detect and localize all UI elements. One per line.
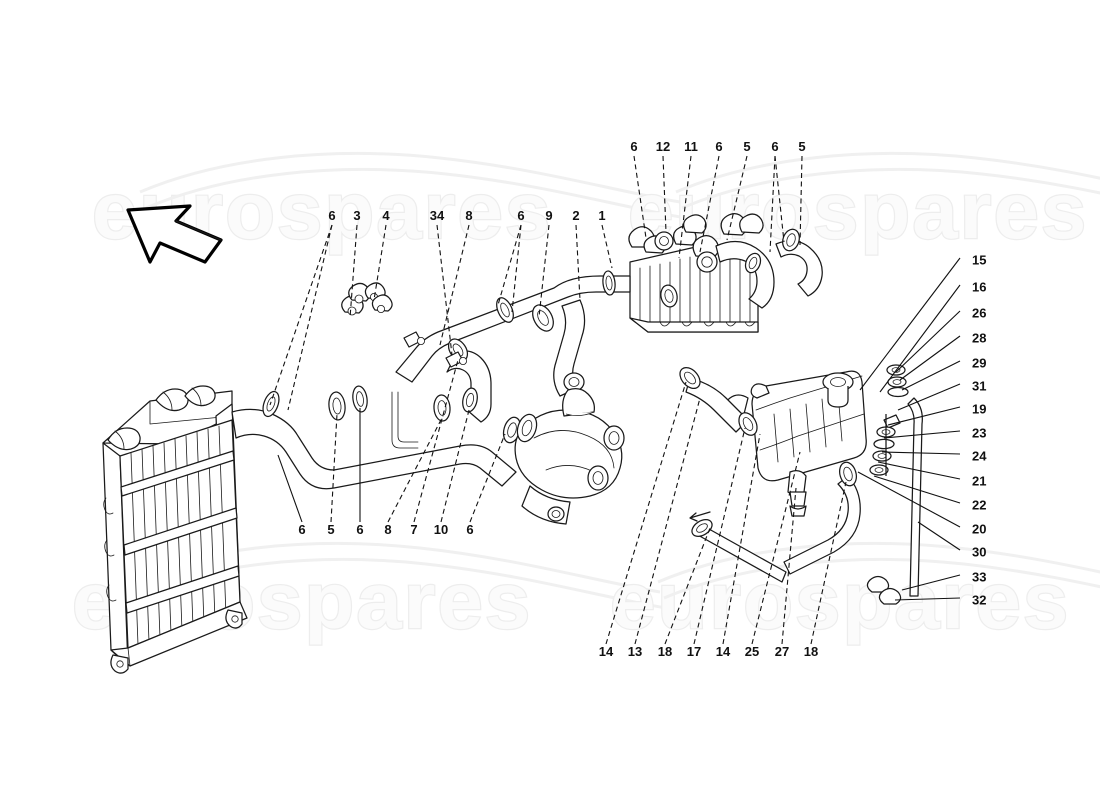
callout-number: 30 <box>972 544 987 560</box>
callout-number: 19 <box>972 401 987 417</box>
callout-number: 8 <box>465 208 473 223</box>
radiator-component <box>102 385 248 674</box>
coolant-hose-assembly <box>231 270 631 490</box>
callout-number: 31 <box>972 378 987 394</box>
callout-number: 14 <box>715 644 731 659</box>
callout-number: 6 <box>630 139 638 154</box>
callout-number: 34 <box>429 208 445 223</box>
callout-number: 12 <box>655 139 671 154</box>
callout-number: 6 <box>328 208 336 223</box>
callout-number: 15 <box>972 252 987 268</box>
callout-number: 9 <box>545 208 553 223</box>
callout-number: 6 <box>298 522 306 537</box>
callout-number: 20 <box>972 521 987 537</box>
callout-number: 5 <box>798 139 806 154</box>
callout-number: 33 <box>972 569 987 585</box>
callout-number: 1 <box>598 208 606 223</box>
callout-number: 18 <box>803 644 819 659</box>
callout-number: 3 <box>353 208 361 223</box>
callout-number: 14 <box>598 644 614 659</box>
callout-number: 28 <box>972 330 987 346</box>
fastener-stack <box>869 364 909 476</box>
callout-number: 6 <box>715 139 723 154</box>
callout-number: 11 <box>684 139 698 154</box>
callout-number: 22 <box>972 497 987 513</box>
expansion-tank-component <box>679 364 923 605</box>
callout-number: 25 <box>744 644 760 659</box>
callout-number: 13 <box>627 644 643 659</box>
callout-number: 6 <box>517 208 525 223</box>
water-pump-component <box>514 388 625 525</box>
callout-number: 6 <box>356 522 364 537</box>
callout-number: 29 <box>972 355 987 371</box>
callout-number: 23 <box>972 425 987 441</box>
callout-number: 4 <box>382 208 390 223</box>
callout-number: 10 <box>433 522 449 537</box>
orientation-arrow <box>126 204 223 264</box>
callout-number: 5 <box>743 139 751 154</box>
callout-number: 6 <box>771 139 779 154</box>
callout-number: 7 <box>410 522 418 537</box>
callout-number: 16 <box>972 279 987 295</box>
callout-number: 17 <box>686 644 702 659</box>
leader-lines <box>269 155 961 645</box>
engine-block-component <box>628 212 823 333</box>
callout-number: 2 <box>572 208 580 223</box>
callout-number: 8 <box>384 522 392 537</box>
callout-number: 27 <box>774 644 790 659</box>
callout-number: 21 <box>972 473 987 489</box>
callout-number: 32 <box>972 592 987 608</box>
callout-number: 18 <box>657 644 673 659</box>
callout-number: 6 <box>466 522 474 537</box>
callout-number: 24 <box>972 448 987 464</box>
callout-number: 26 <box>972 305 987 321</box>
callout-number: 5 <box>327 522 335 537</box>
